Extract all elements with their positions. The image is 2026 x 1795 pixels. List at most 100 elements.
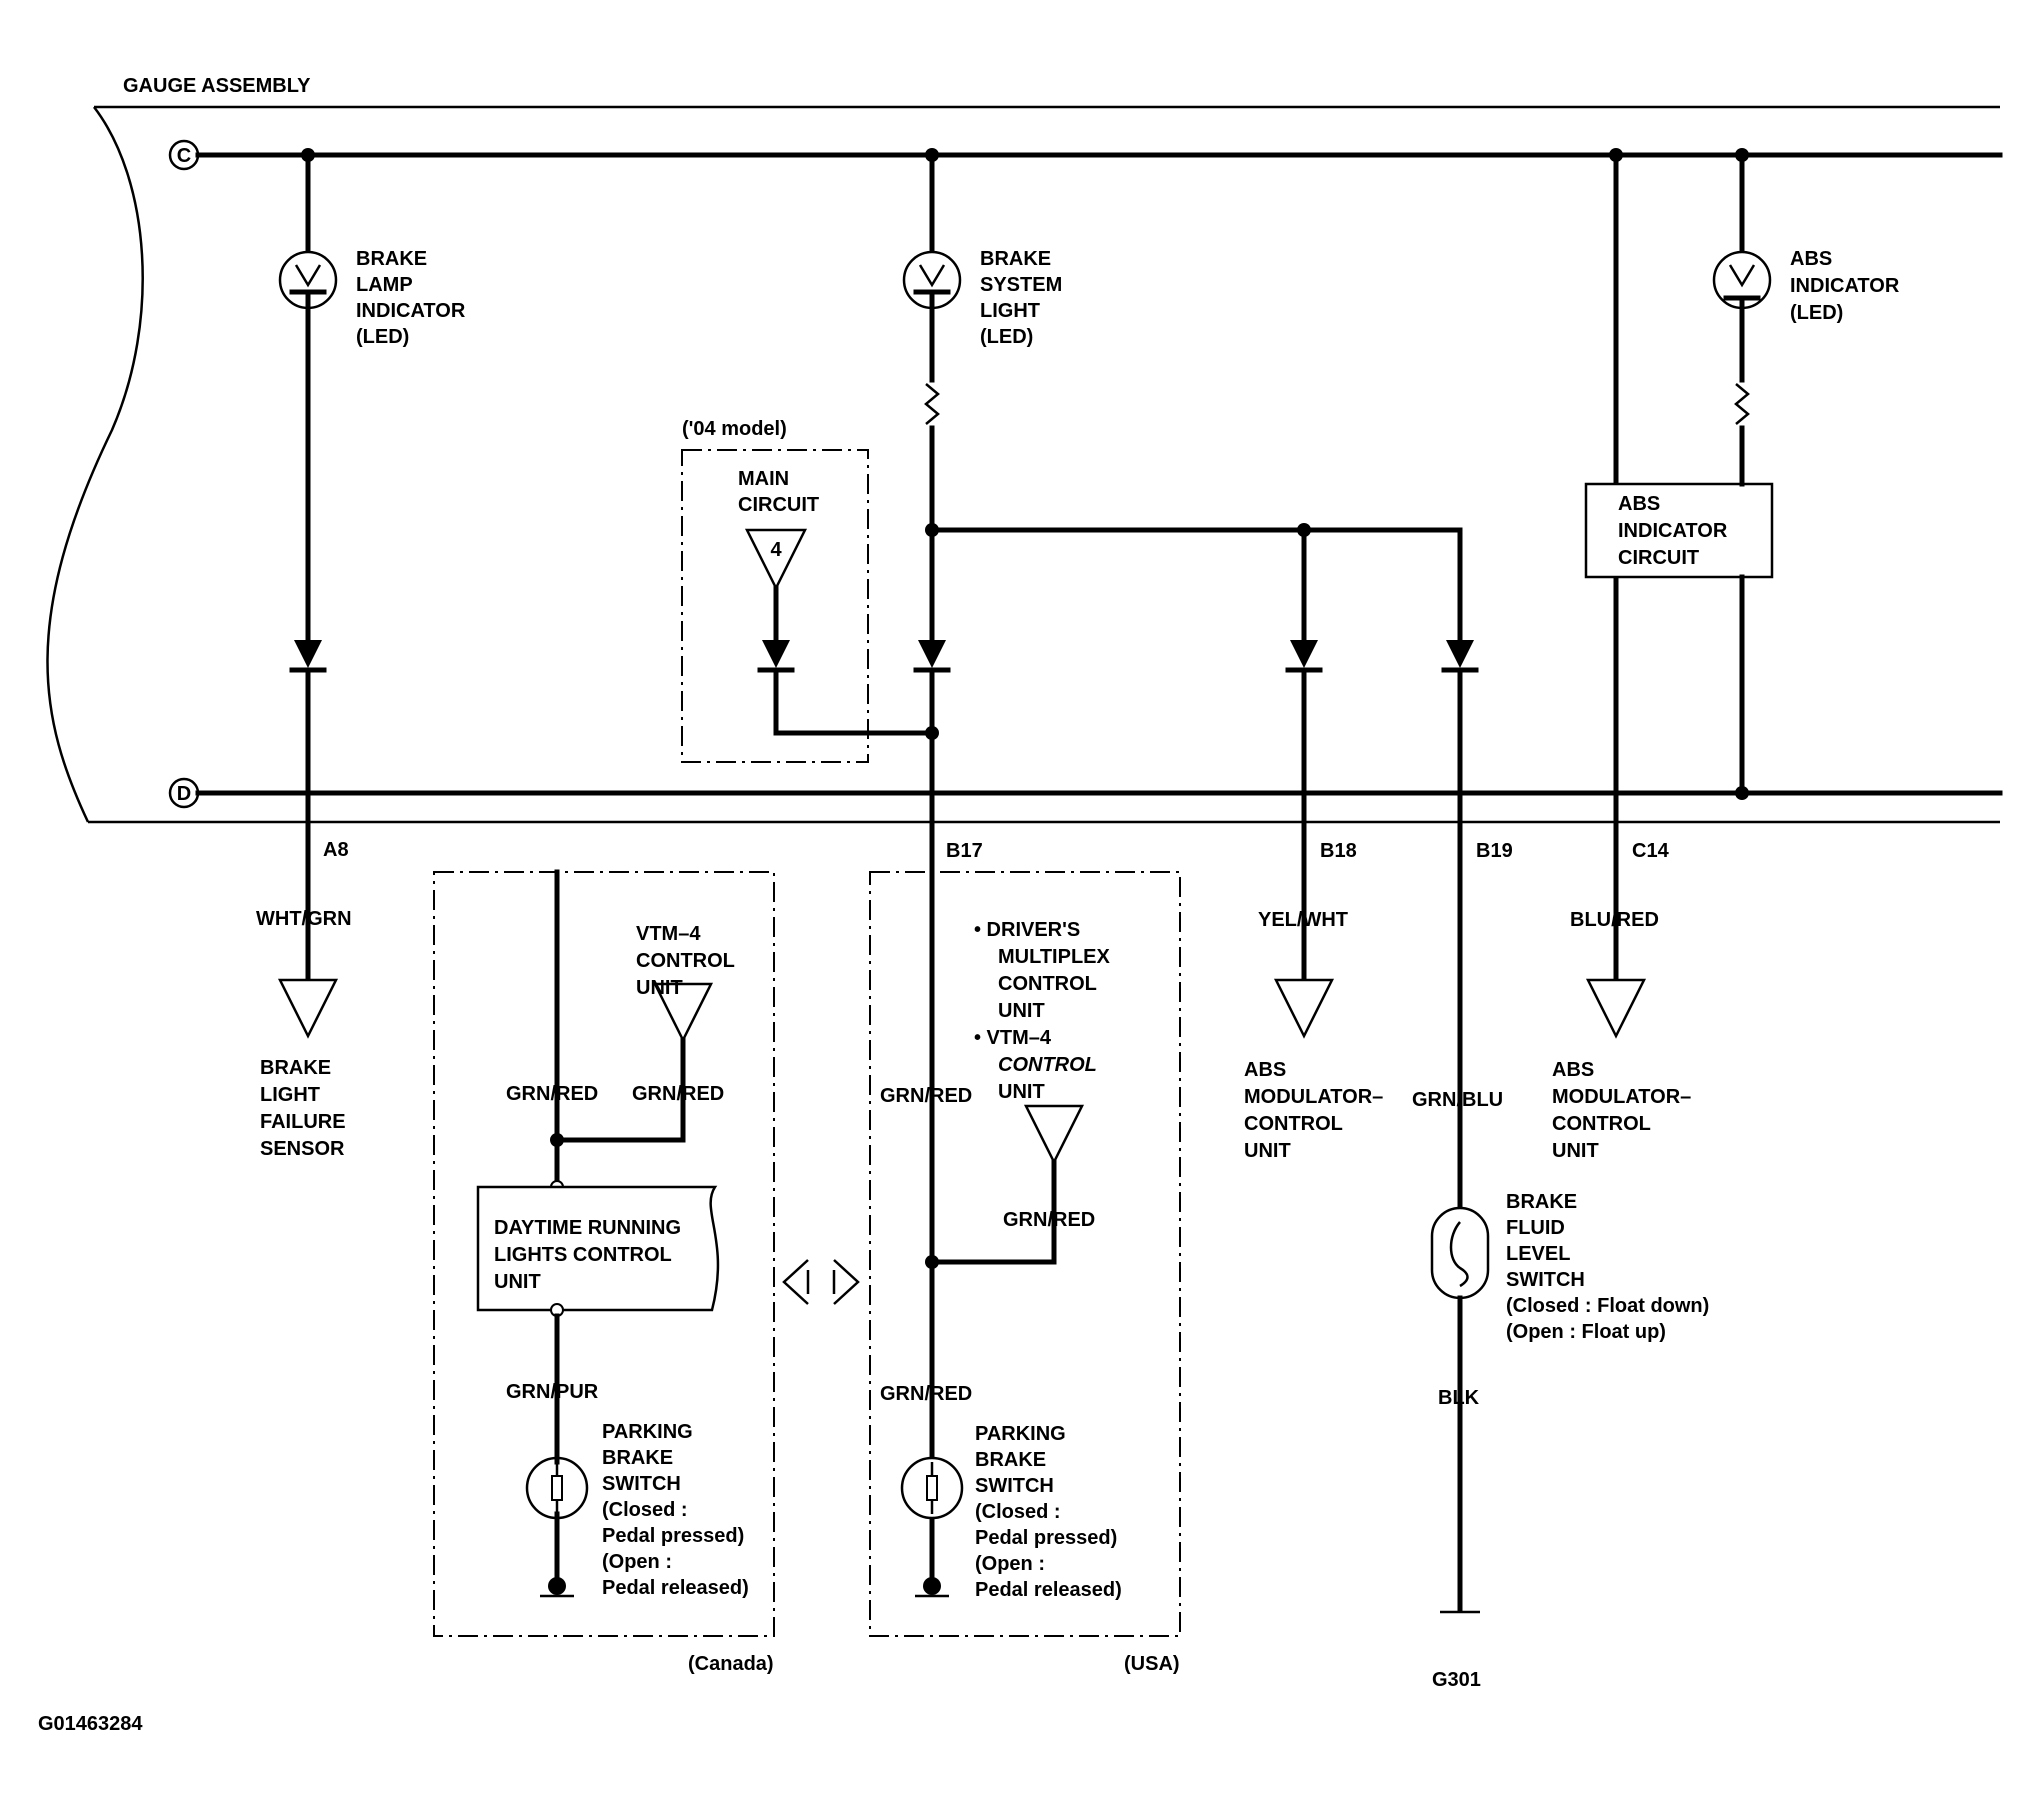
abs-mod-2-label-2: MODULATOR– [1552,1086,1691,1108]
usa-box [869,871,1181,1637]
pbs-usa-5: Pedal pressed) [975,1527,1117,1549]
abs-mod-2-label-1: ABS [1552,1059,1594,1081]
abs-indicator-label-2: INDICATOR [1790,275,1900,297]
pbs-canada-1: PARKING [602,1421,693,1443]
brake-lamp-label-3: INDICATOR [356,300,466,322]
abs-b18-circuit [1273,523,1335,1039]
bus-d: D [168,777,2003,809]
model-04-label: ('04 model) [682,418,787,440]
bus-c: C [168,139,2003,171]
brake-fluid-label-2: FLUID [1506,1217,1565,1239]
vtm4-canada-connector-icon [652,982,714,1043]
pbs-usa-2: BRAKE [975,1449,1046,1471]
vtm4-canada-3: UNIT [636,977,683,999]
abs-b18-diode-icon [1290,640,1318,668]
pbs-usa-switch-icon [900,1456,964,1520]
abs-mod-2-label-3: CONTROL [1552,1113,1651,1135]
pin-c14: C14 [1632,840,1670,862]
abs-indicator-led-circuit [1712,148,1772,800]
brake-system-label-1: BRAKE [980,248,1051,270]
main-circuit-label-1: MAIN [738,468,789,490]
brake-lamp-diode-icon [294,640,322,668]
brake-light-failure-2: LIGHT [260,1084,320,1106]
usa-units-1: • DRIVER'S [974,919,1080,941]
brake-system-break-icon [924,383,940,425]
pbs-usa-1: PARKING [975,1423,1066,1445]
abs-indicator-circuit-1: ABS [1618,493,1660,515]
main-circuit-label-2: CIRCUIT [738,494,819,516]
gauge-assembly-outline [46,105,2000,824]
usa-units-5: • VTM–4 [974,1027,1052,1049]
usa-circuit [900,1104,1085,1598]
abs-indicator-break-icon [1734,383,1750,425]
gauge-assembly-label: GAUGE ASSEMBLY [123,75,311,97]
main-circuit-connector: 4 [744,528,935,736]
abs-mod-1-label-3: CONTROL [1244,1113,1343,1135]
pin-b17: B17 [946,840,983,862]
brake-light-failure-4: SENSOR [260,1138,345,1160]
brake-system-led-icon [902,250,962,310]
wire-grn-red-usa-top: GRN/RED [880,1085,972,1107]
either-or-arrow-icon [782,1259,860,1305]
abs-mod-1-label-1: ABS [1244,1059,1286,1081]
wire-wht-grn: WHT/GRN [256,908,352,930]
brake-fluid-label-3: LEVEL [1506,1243,1570,1265]
wire-blk: BLK [1438,1387,1480,1409]
drl-label-3: UNIT [494,1271,541,1293]
wire-grn-red-usa-vtm: GRN/RED [1003,1209,1095,1231]
wire-grn-red-usa-bottom: GRN/RED [880,1383,972,1405]
abs-mod-2-connector-icon [1585,978,1647,1039]
brake-system-circuit [902,148,1463,1583]
pbs-canada-2: BRAKE [602,1447,673,1469]
pbs-canada-4: (Closed : [602,1499,688,1521]
abs-mod-2-label-4: UNIT [1552,1140,1599,1162]
drl-label-2: LIGHTS CONTROL [494,1244,672,1266]
model-04-box [681,449,869,763]
usa-units-2: MULTIPLEX [998,946,1111,968]
figure-id: G01463284 [38,1713,143,1735]
pbs-canada-3: SWITCH [602,1473,681,1495]
vtm4-canada-2: CONTROL [636,950,735,972]
abs-mod-1-label-2: MODULATOR– [1244,1086,1383,1108]
b19-diode-icon [1446,640,1474,668]
brake-fluid-circuit [1430,527,1490,1614]
abs-indicator-label-3: (LED) [1790,302,1843,324]
drl-unit-box [476,1185,720,1312]
usa-units-3: CONTROL [998,973,1097,995]
wire-blu-red: BLU/RED [1570,909,1659,931]
brake-fluid-label-6: (Open : Float up) [1506,1321,1666,1343]
pin-b19: B19 [1476,840,1513,862]
ground-g301: G301 [1432,1669,1481,1691]
bus-d-label: D [177,783,191,805]
wire-yel-wht: YEL/WHT [1258,909,1348,931]
drl-label-1: DAYTIME RUNNING [494,1217,681,1239]
brake-fluid-label-4: SWITCH [1506,1269,1585,1291]
abs-indicator-circuit-3: CIRCUIT [1618,547,1699,569]
abs-mod-1-connector-icon [1273,978,1335,1039]
canada-box [433,871,775,1637]
region-canada: (Canada) [688,1653,774,1675]
pbs-usa-7: Pedal released) [975,1579,1122,1601]
brake-system-label-4: (LED) [980,326,1033,348]
usa-units-connector-icon [1023,1104,1085,1165]
brake-lamp-label-1: BRAKE [356,248,427,270]
brake-lamp-label-4: (LED) [356,326,409,348]
pin-a8: A8 [323,839,349,861]
brake-light-failure-connector-icon [277,978,339,1039]
pbs-canada-6: (Open : [602,1551,672,1573]
brake-lamp-circuit [277,148,339,1039]
bus-c-label: C [177,145,191,167]
wire-grn-pur: GRN/PUR [506,1381,599,1403]
brake-light-failure-3: FAILURE [260,1111,346,1133]
wire-grn-red-canada-vtm: GRN/RED [632,1083,724,1105]
brake-fluid-label-1: BRAKE [1506,1191,1577,1213]
pbs-canada-switch-icon [525,1456,589,1520]
brake-system-diode-icon [918,640,946,668]
canada-circuit [476,869,720,1598]
brake-light-failure-1: BRAKE [260,1057,331,1079]
brake-system-label-2: SYSTEM [980,274,1062,296]
pbs-usa-3: SWITCH [975,1475,1054,1497]
brake-fluid-label-5: (Closed : Float down) [1506,1295,1709,1317]
abs-indicator-circuit-2: INDICATOR [1618,520,1728,542]
